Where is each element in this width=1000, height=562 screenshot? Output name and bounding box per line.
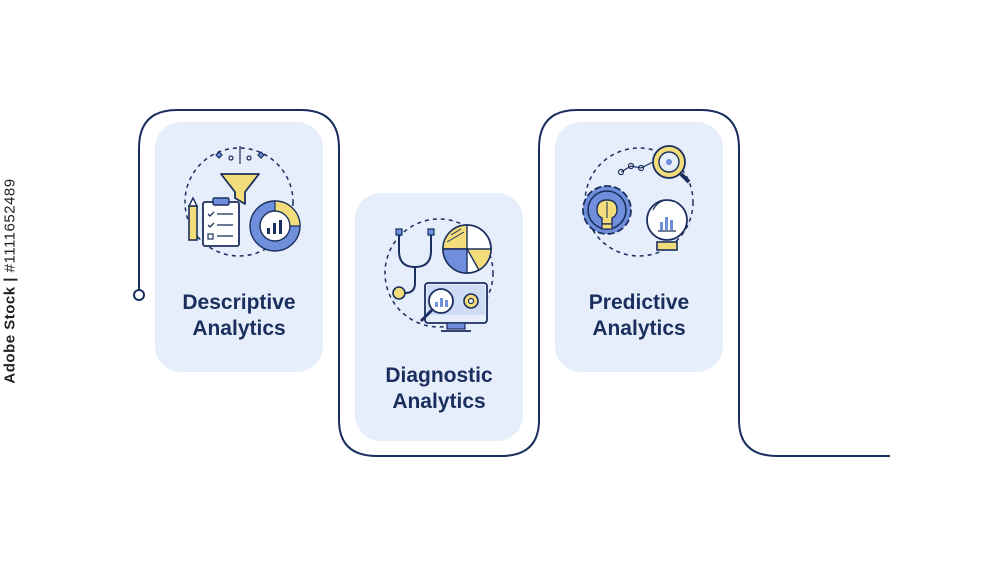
step-title-descriptive: Descriptive Analytics bbox=[155, 290, 323, 342]
step-title-line1: Diagnostic bbox=[385, 364, 493, 387]
watermark-id: #1111652489 bbox=[1, 178, 19, 273]
stock-watermark-side: Adobe Stock | #1111652489 bbox=[2, 178, 19, 383]
diagnostic-analytics-icon bbox=[384, 218, 494, 332]
step-title-line2: Analytics bbox=[592, 317, 686, 340]
watermark-brand: Adobe Stock bbox=[1, 286, 19, 384]
step-card-descriptive: Descriptive Analytics bbox=[155, 122, 323, 372]
step-title-line2: Analytics bbox=[392, 390, 486, 413]
descriptive-analytics-icon bbox=[184, 146, 301, 257]
watermark-separator: | bbox=[1, 277, 19, 282]
step-title-line1: Predictive bbox=[588, 291, 690, 314]
step-title-line1: Descriptive bbox=[182, 291, 296, 314]
step-title-predictive: Predictive Analytics bbox=[555, 290, 723, 342]
predictive-analytics-icon bbox=[582, 145, 694, 257]
step-card-diagnostic: Diagnostic Analytics bbox=[355, 193, 523, 441]
step-card-predictive: Predictive Analytics bbox=[555, 122, 723, 372]
step-title-line2: Analytics bbox=[192, 317, 286, 340]
step-title-diagnostic: Diagnostic Analytics bbox=[355, 363, 523, 415]
connector-start-dot bbox=[133, 289, 145, 301]
